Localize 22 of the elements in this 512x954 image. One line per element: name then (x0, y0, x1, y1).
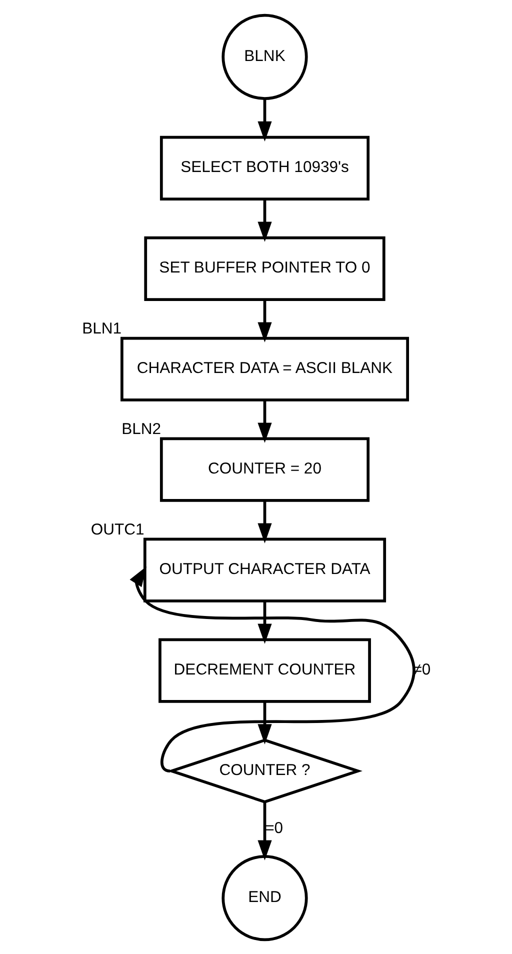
node-label: BLN2 (121, 420, 161, 438)
node-box: OUTPUT CHARACTER DATA (142, 537, 386, 602)
node-box: COUNTER = 20 (159, 436, 370, 502)
node-circle: BLNK (221, 13, 308, 100)
node-label: BLN1 (82, 320, 122, 338)
arrow (257, 198, 272, 242)
arrow (257, 600, 272, 644)
edge-label: =0 (264, 820, 283, 837)
arrow (257, 500, 272, 543)
arrow (257, 98, 272, 142)
node-box: DECREMENT COUNTER (158, 638, 370, 702)
node-label: OUTC1 (90, 521, 144, 538)
arrow (257, 701, 272, 744)
arrow (257, 400, 272, 442)
arrow (129, 566, 415, 772)
node-box: SELECT BOTH 10939's (159, 135, 370, 200)
arrow (257, 299, 272, 342)
node-circle: END (221, 854, 308, 941)
edge-label: ≠0 (412, 661, 430, 678)
node-box: SET BUFFER POINTER TO 0 (144, 236, 385, 300)
node-box: CHARACTER DATA = ASCII BLANK (120, 336, 408, 401)
arrow (257, 802, 272, 860)
